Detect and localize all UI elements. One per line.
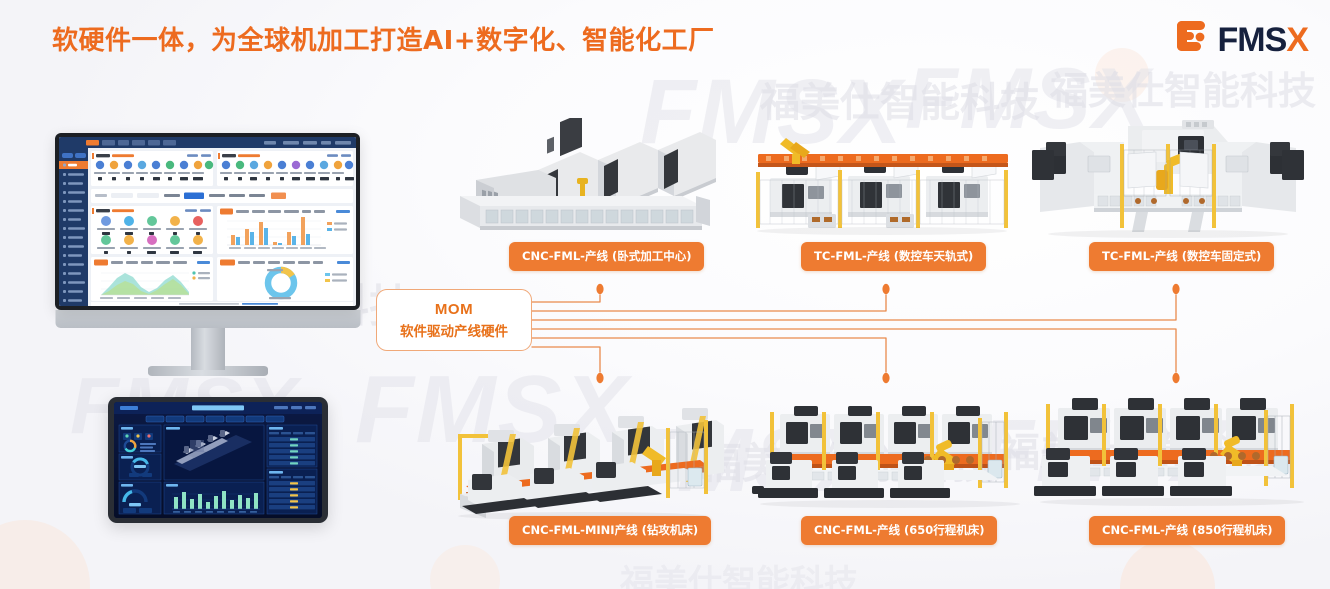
logo-wordmark: FMSX — [1217, 21, 1309, 59]
brand-logo: FMSX — [1175, 18, 1309, 62]
fmsx-mark-icon — [1176, 21, 1205, 51]
connector-endpoint-dots — [596, 283, 1180, 384]
tc-fml-overhead-rail-turning-line-image — [756, 138, 1008, 235]
tablet-shell — [108, 397, 328, 523]
mom-hub-card[interactable]: MOM 软件驱动产线硬件 — [376, 289, 532, 351]
product-badge-cnc-fml-850[interactable]: CNC-FML-产线 (850行程机床) — [1089, 516, 1286, 545]
mom-dashboard — [59, 137, 356, 306]
mom-dashboard-graphic — [59, 137, 356, 306]
monitor-screen — [55, 133, 360, 310]
logo-text-fms: FMS — [1217, 21, 1288, 59]
cnc-fml-850-stroke-line-image — [1034, 398, 1304, 506]
watermark-blob — [0, 520, 90, 589]
watermark-blob — [1120, 540, 1215, 589]
digital-twin-dashboard — [114, 402, 322, 518]
product-badge-tc-fml-overhead-rail[interactable]: TC-FML-产线 (数控车天轨式) — [801, 242, 987, 271]
product-badge-cnc-fml-mini[interactable]: CNC-FML-MINI产线 (钻攻机床) — [509, 516, 712, 545]
product-badge-tc-fml-fixed[interactable]: TC-FML-产线 (数控车固定式) — [1089, 242, 1275, 271]
monitor-base — [147, 366, 268, 376]
page-title: 软硬件一体，为全球机加工打造AI+数字化、智能化工厂 — [52, 26, 715, 56]
tc-fml-fixed-turning-line-image — [1032, 120, 1304, 238]
digital-twin-graphic — [114, 402, 322, 518]
desktop-monitor — [55, 133, 360, 376]
mom-subtitle: 软件驱动产线硬件 — [400, 323, 508, 340]
watermark-text: 福美仕智能科技 — [620, 563, 858, 589]
watermark-blob — [430, 545, 500, 589]
product-badge-cnc-fml-horizontal[interactable]: CNC-FML-产线 (卧式加工中心) — [509, 242, 705, 271]
cnc-fml-mini-drill-tap-line-image — [458, 408, 724, 520]
monitor-bezel-bottom — [55, 310, 360, 328]
logo-text-x: X — [1286, 21, 1309, 59]
monitor-stand — [190, 328, 225, 370]
tablet-device — [108, 397, 328, 523]
mom-title: MOM — [434, 300, 474, 318]
cnc-fml-horizontal-machining-center-line-image — [460, 118, 716, 230]
header: 软硬件一体，为全球机加工打造AI+数字化、智能化工厂 FMSX — [0, 0, 1330, 78]
cnc-fml-650-stroke-line-image — [752, 406, 1020, 508]
product-badge-cnc-fml-650[interactable]: CNC-FML-产线 (650行程机床) — [801, 516, 998, 545]
